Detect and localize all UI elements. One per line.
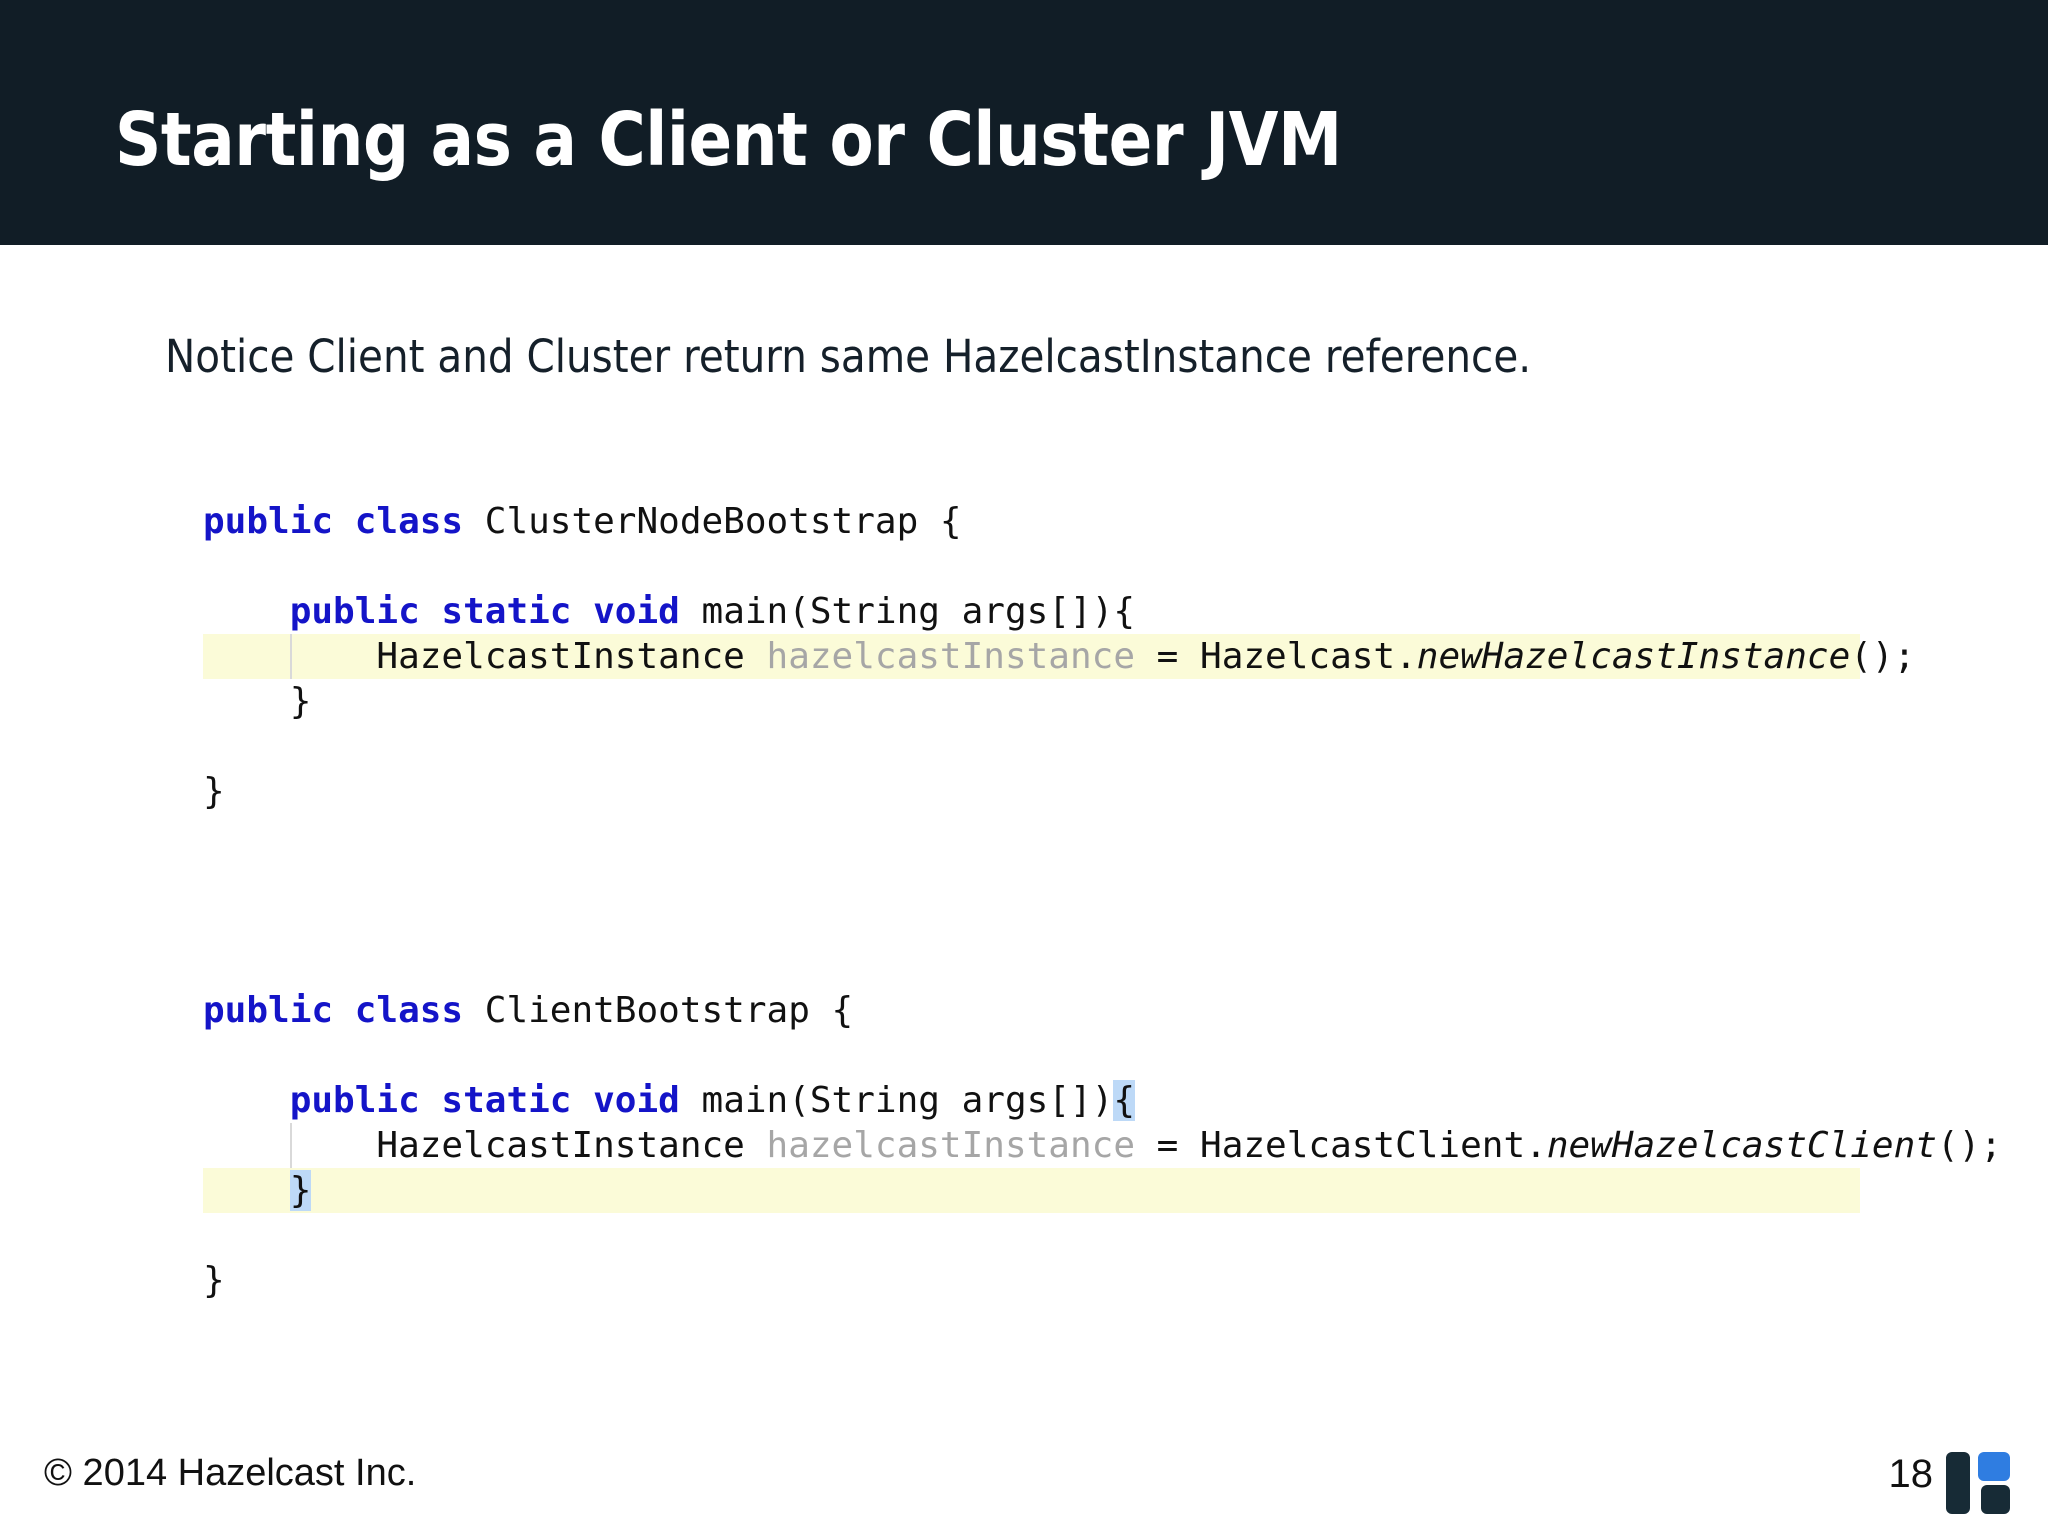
code-token: newHazelcastInstance <box>1416 636 1851 677</box>
logo-bar-left <box>1946 1452 1970 1514</box>
code-line-text: public static void main(String args[]){ <box>203 589 1135 634</box>
code-line-text <box>203 724 225 769</box>
code-token <box>203 1170 290 1211</box>
code-token: ClientBootstrap { <box>484 990 854 1031</box>
code-token <box>203 591 290 632</box>
code-line-text <box>203 544 225 589</box>
code-token: main(String args[]) <box>701 1080 1114 1121</box>
code-token: = Hazelcast. <box>1135 636 1417 677</box>
code-token <box>203 1035 225 1076</box>
code-line-text: } <box>203 1168 312 1213</box>
code-token <box>203 546 225 587</box>
code-token <box>203 726 225 767</box>
code-line-text: } <box>203 679 312 724</box>
code-line <box>0 544 2048 589</box>
code-token: } <box>289 1170 312 1211</box>
code-line: } <box>0 1168 2048 1213</box>
code-token: HazelcastInstance <box>203 636 767 677</box>
code-line: } <box>0 1258 2048 1303</box>
code-line: } <box>0 769 2048 814</box>
code-token: newHazelcastClient <box>1546 1125 1937 1166</box>
code-line <box>0 1213 2048 1258</box>
code-token: } <box>203 1260 225 1301</box>
code-line-text: HazelcastInstance hazelcastInstance = Ha… <box>203 1123 2002 1168</box>
code-line-text: public class ClusterNodeBootstrap { <box>203 499 962 544</box>
code-line: HazelcastInstance hazelcastInstance = Ha… <box>0 634 2048 679</box>
code-line-text <box>203 1033 225 1078</box>
code-line: HazelcastInstance hazelcastInstance = Ha… <box>0 1123 2048 1168</box>
code-line <box>0 724 2048 769</box>
page-title: Starting as a Client or Cluster JVM <box>115 97 1342 183</box>
code-line <box>0 1033 2048 1078</box>
code-token <box>203 1080 290 1121</box>
code-token: } <box>203 771 225 812</box>
code-token: { <box>1113 1080 1136 1121</box>
code-token: hazelcastInstance <box>766 636 1135 677</box>
code-line-text: } <box>203 769 225 814</box>
code-token: main(String args[]){ <box>701 591 1135 632</box>
code-token <box>203 1215 225 1256</box>
code-line: } <box>0 679 2048 724</box>
code-token: HazelcastInstance <box>203 1125 767 1166</box>
code-token: ClusterNodeBootstrap { <box>484 501 962 542</box>
code-line-text: public static void main(String args[]){ <box>203 1078 1136 1123</box>
code-block-client-bootstrap: public class ClientBootstrap { public st… <box>0 988 2048 1303</box>
logo-square-blue <box>1978 1452 2010 1481</box>
logo-square-dark <box>1981 1485 2010 1514</box>
code-token: public class <box>203 501 485 542</box>
code-line-text: HazelcastInstance hazelcastInstance = Ha… <box>203 634 1915 679</box>
code-line: public class ClusterNodeBootstrap { <box>0 499 2048 544</box>
slide-body: Notice Client and Cluster return same Ha… <box>0 245 2048 1536</box>
code-line-text: } <box>203 1258 225 1303</box>
slide-header: Starting as a Client or Cluster JVM <box>0 0 2048 245</box>
notice-text: Notice Client and Cluster return same Ha… <box>165 330 1532 383</box>
code-line: public static void main(String args[]){ <box>0 589 2048 634</box>
code-token: hazelcastInstance <box>766 1125 1135 1166</box>
code-token: (); <box>1936 1125 2002 1166</box>
code-block-cluster-node-bootstrap: public class ClusterNodeBootstrap { publ… <box>0 499 2048 814</box>
code-token: public static void <box>289 591 702 632</box>
code-token: public class <box>203 990 485 1031</box>
code-line-text <box>203 1213 225 1258</box>
slide-footer: © 2014 Hazelcast Inc. 18 <box>0 1426 2048 1536</box>
copyright-text: © 2014 Hazelcast Inc. <box>44 1452 417 1494</box>
code-line: public class ClientBootstrap { <box>0 988 2048 1033</box>
code-token: public static void <box>289 1080 702 1121</box>
page-number: 18 <box>1888 1452 1934 1496</box>
code-token: (); <box>1850 636 1916 677</box>
code-token: } <box>203 681 312 722</box>
code-token: = HazelcastClient. <box>1135 1125 1547 1166</box>
code-line-text: public class ClientBootstrap { <box>203 988 853 1033</box>
code-line: public static void main(String args[]){ <box>0 1078 2048 1123</box>
hazelcast-logo-icon <box>1946 1452 2010 1514</box>
